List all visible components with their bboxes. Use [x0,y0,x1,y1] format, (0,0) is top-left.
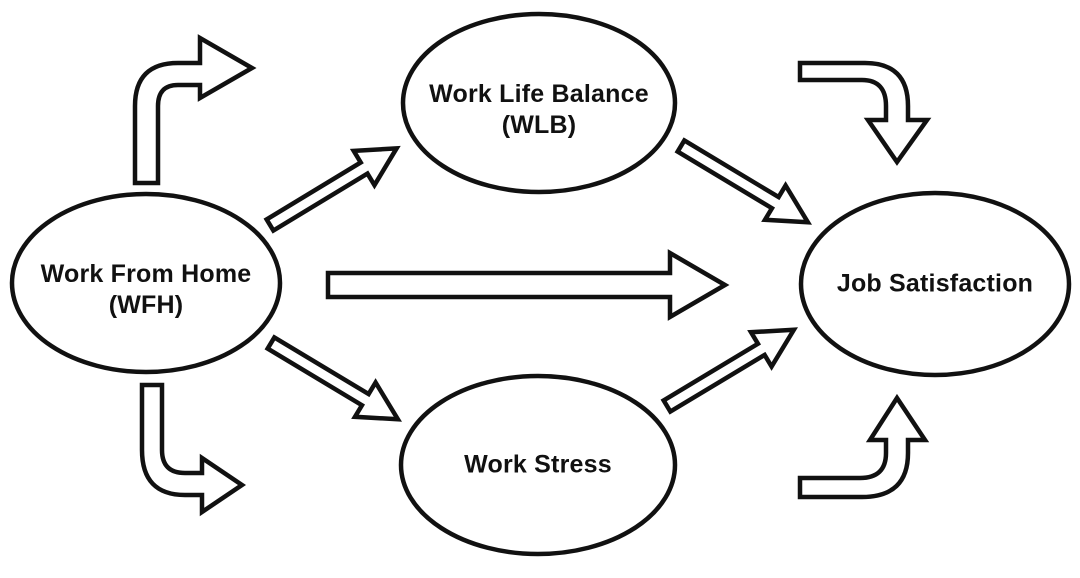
arrow-stress-to-satisfaction [660,327,799,415]
node-wlb-label-line1: Work Life Balance [429,80,649,108]
node-stress-ellipse [398,373,678,557]
node-satisfaction-ellipse [798,190,1072,378]
arrow-wfh-to-stress [264,334,403,422]
node-wlb-label-line2: (WLB) [501,111,577,139]
node-stress-label-line1: Work Stress [464,450,612,479]
node-wfh-ellipse [9,191,283,375]
node-satisfaction-label: Job Satisfaction [837,269,1033,300]
curved-arrow-bottom-left-icon [139,382,247,517]
node-wlb-ellipse [400,11,678,195]
node-wfh-label-line1: Work From Home [40,260,252,288]
arrow-wlb-to-satisfaction [674,137,813,225]
arrow-wfh-to-satisfaction [325,249,730,321]
node-satisfaction-label-line1: Job Satisfaction [836,269,1034,298]
node-wfh-label: Work From Home (WFH) [41,259,252,321]
node-wfh-label-line2: (WFH) [108,291,184,319]
curved-arrow-top-left-icon [132,34,257,186]
arrow-wfh-to-wlb [263,145,401,234]
curved-arrow-top-right-icon [797,60,932,166]
curved-arrow-bottom-right-icon [797,393,930,500]
node-wlb-label: Work Life Balance (WLB) [429,79,649,141]
node-stress-label: Work Stress [464,450,612,481]
